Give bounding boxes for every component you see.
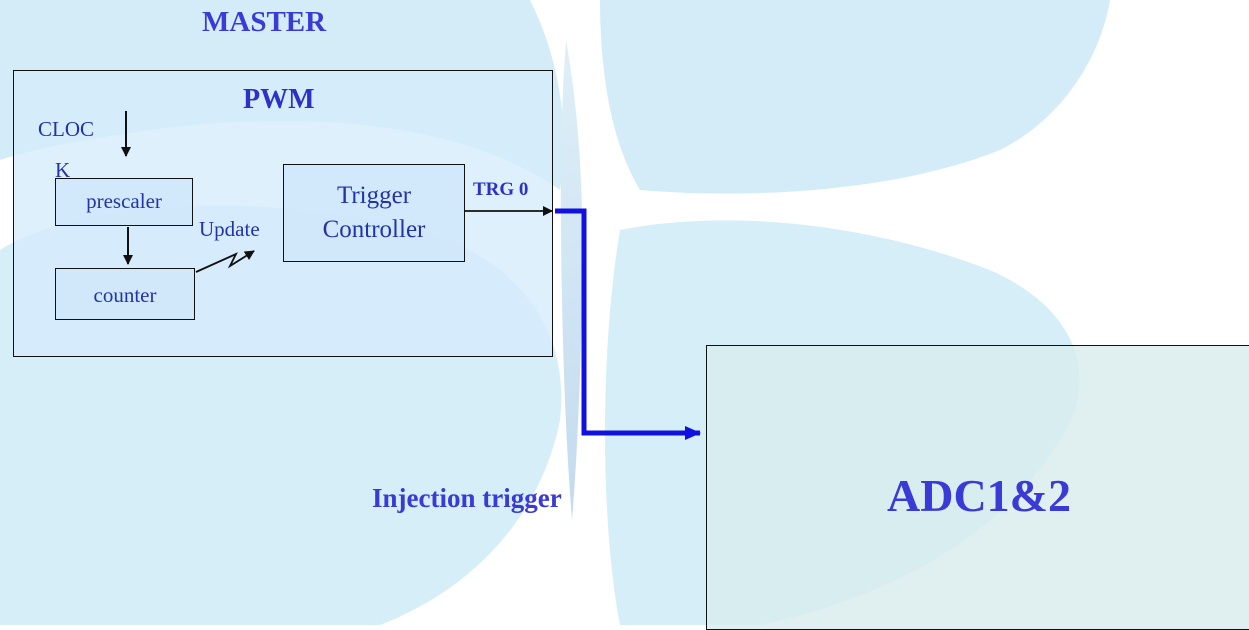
adc-label: ADC1&2 (887, 470, 1071, 521)
adc-block: ADC1&2 (706, 345, 1249, 630)
injection-trigger-label: Injection trigger (372, 483, 562, 513)
trg0-label: TRG 0 (473, 179, 529, 200)
master-title: MASTER (202, 6, 327, 38)
trigger-controller-block: Trigger Controller (283, 164, 465, 262)
prescaler-block: prescaler (55, 178, 193, 226)
clock-label-line1: CLOC (38, 117, 95, 141)
prescaler-label: prescaler (86, 189, 162, 213)
counter-block: counter (55, 268, 195, 320)
injection-trigger-path (555, 208, 701, 440)
counter-label: counter (93, 283, 157, 307)
update-label: Update (199, 217, 260, 241)
update-signal-arrow (195, 250, 255, 273)
trigger-controller-label-line2: Controller (322, 216, 426, 243)
clock-label-line2: K (55, 158, 71, 182)
pwm-title: PWM (243, 84, 315, 115)
trigger-controller-label-line1: Trigger (336, 182, 412, 209)
